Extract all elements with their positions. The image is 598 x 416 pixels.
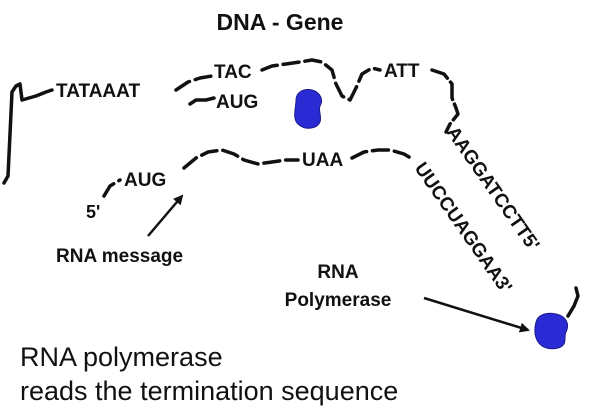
rna-five-prime-label: 5' (86, 202, 100, 222)
rna-polymerase-blob-bottom (534, 312, 569, 350)
rna-stop-codon-label: UAA (302, 150, 343, 171)
rna-polymerase-label-line1: RNA (317, 262, 358, 283)
promoter-label: TATAAAT (56, 81, 140, 102)
rna-start-codon-label: AUG (124, 170, 166, 191)
page-title: DNA - Gene (217, 9, 344, 35)
dna-strand-top (174, 58, 382, 102)
rna-polymerase-blob-top (294, 89, 323, 129)
dna-strand-bottom (566, 286, 580, 318)
rna-message-label: RNA message (56, 246, 183, 267)
rna-polymerase-arrow (423, 296, 530, 333)
start-template-label: TAC (214, 62, 252, 83)
caption-line2: reads the termination sequence (20, 376, 398, 406)
rna-message-arrow (147, 194, 184, 237)
caption-line1: RNA polymerase (20, 342, 223, 372)
dna-strand-lower-top (188, 96, 216, 106)
rna-polymerase-label-line2: Polymerase (285, 290, 392, 311)
rna-strand (102, 148, 416, 198)
start-coding-label: AUG (216, 92, 258, 113)
stop-template-label: ATT (384, 61, 420, 82)
dna-strand-left (2, 82, 54, 185)
dna-strand-right (430, 68, 460, 134)
